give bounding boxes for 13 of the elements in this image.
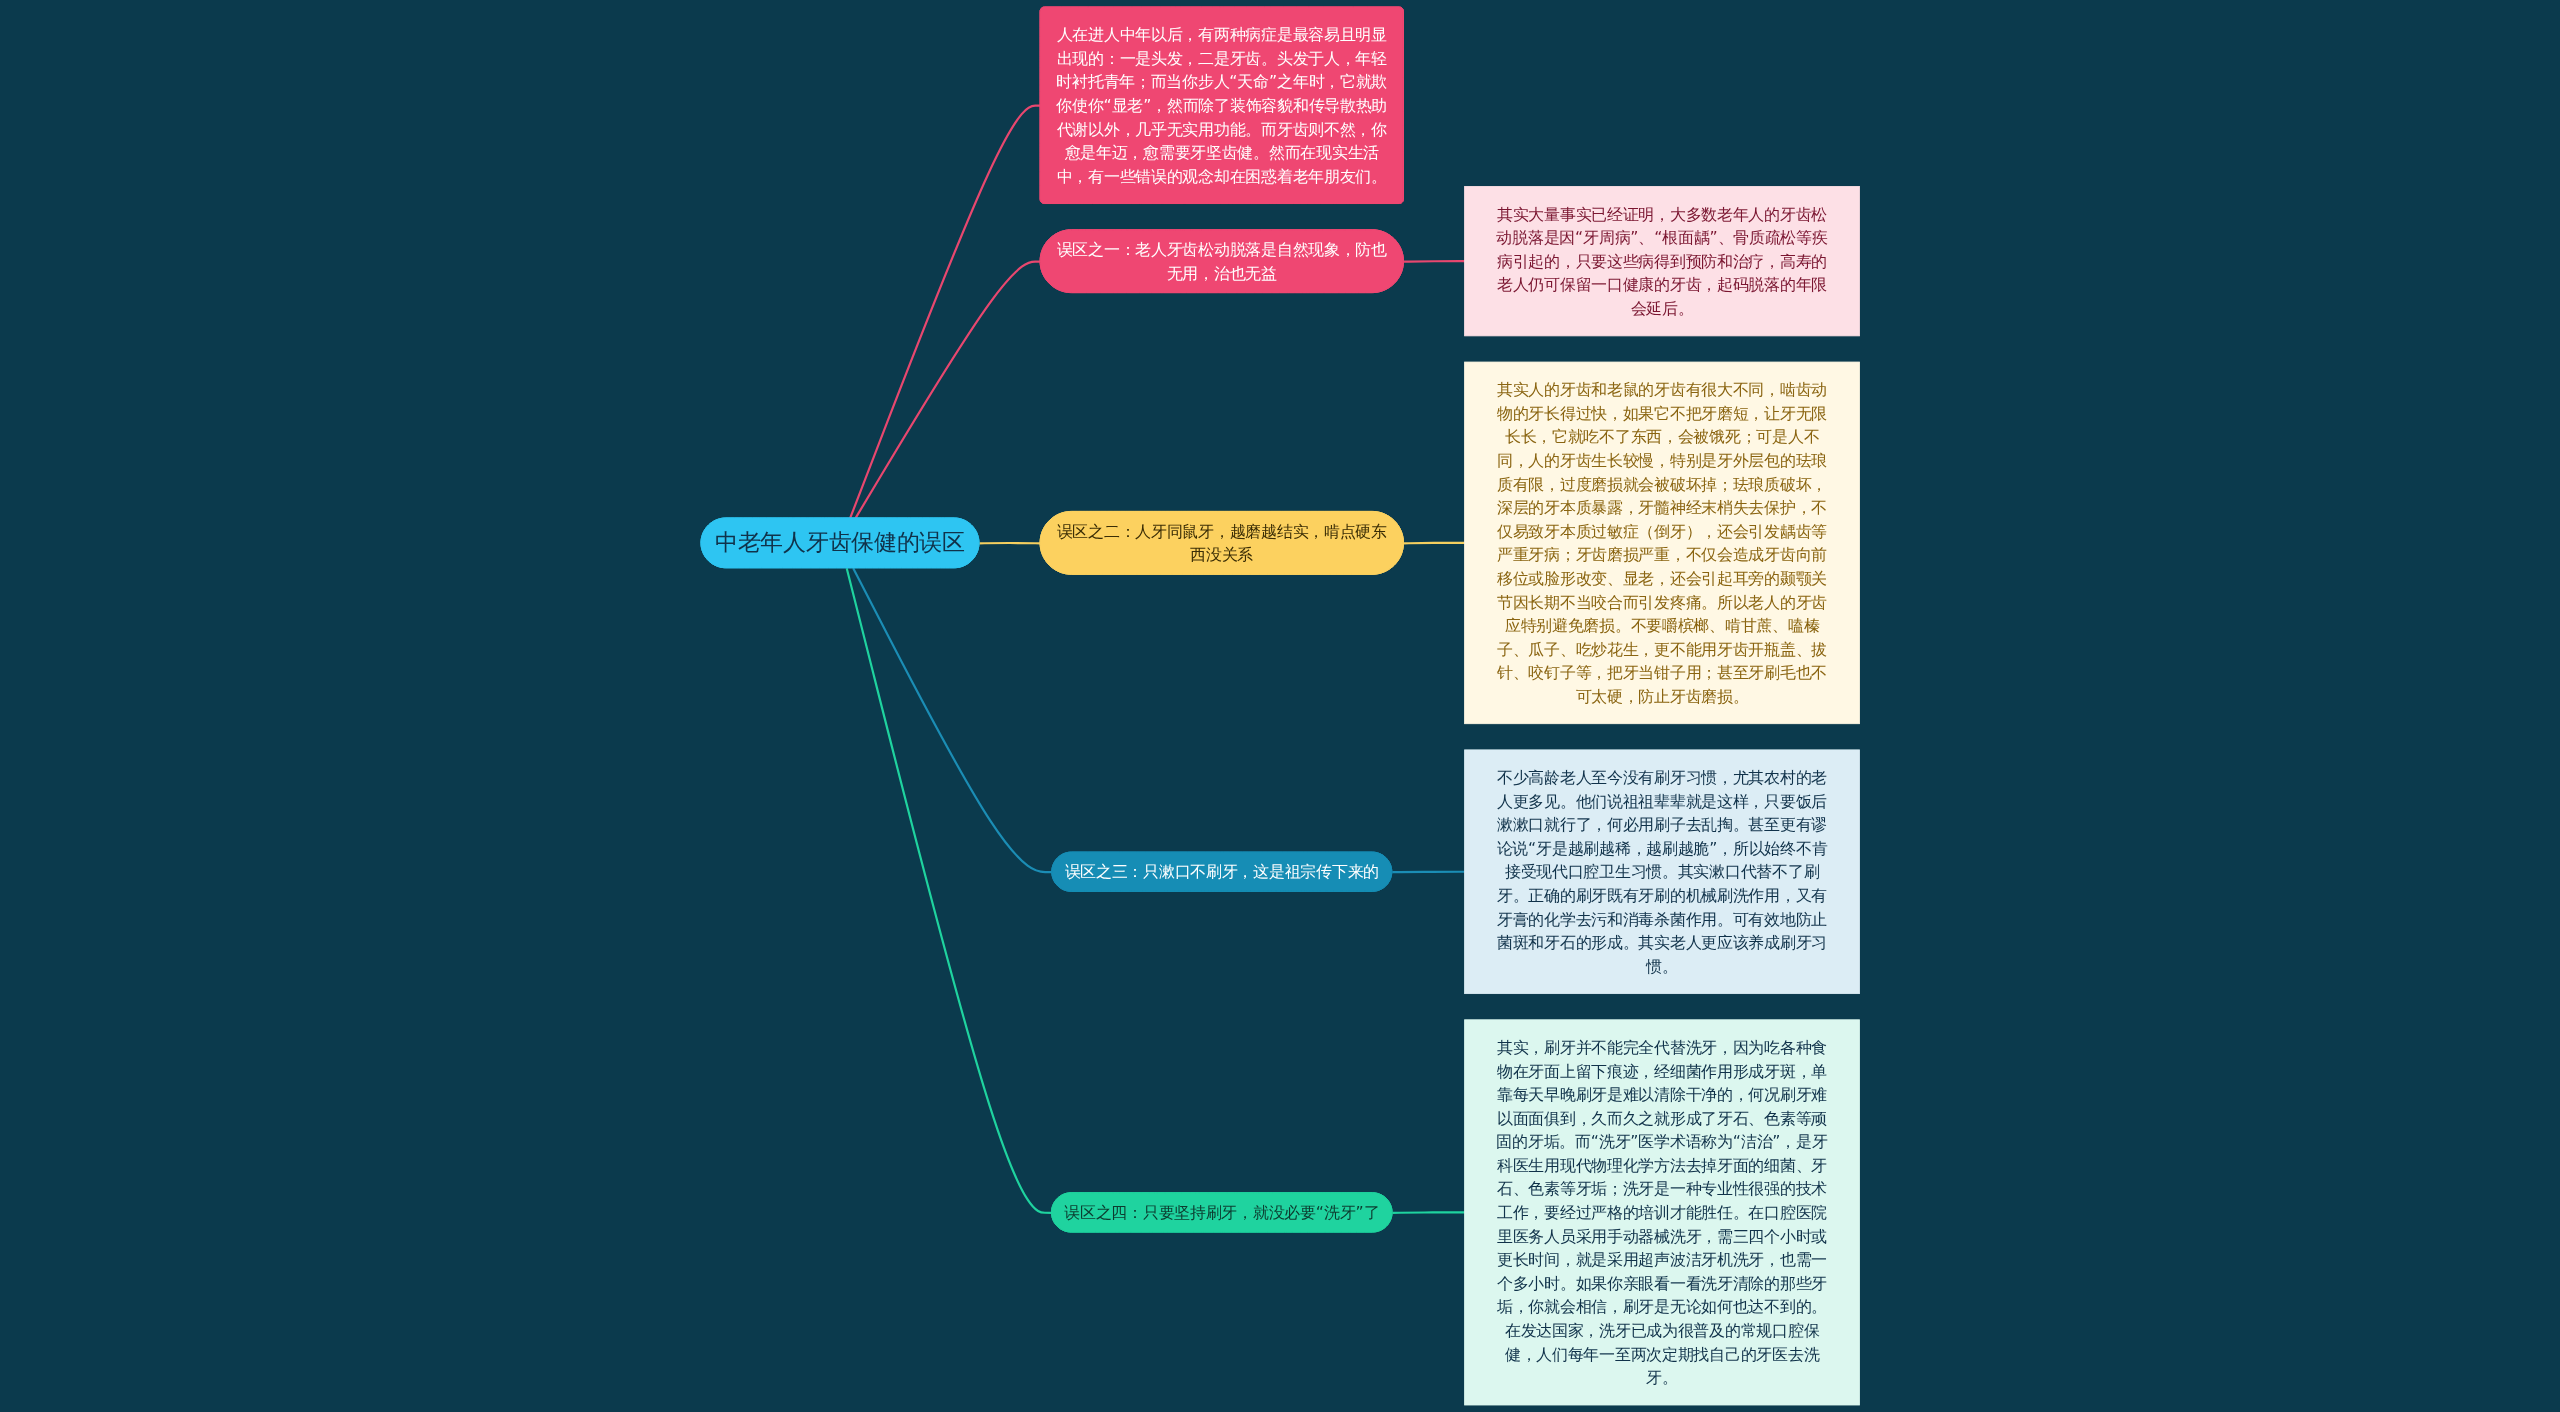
node-box: 其实人的牙齿和老鼠的牙齿有很大不同，啮齿动物的牙长得过快，如果它不把牙磨短，让牙无限长长，它就吃不了东西，会被饿死；可是人不同，人的牙齿生长较慢，特别是牙外层包的珐琅质有限，过度磨损就会被破坏掉；珐琅质破坏，深层的牙本质暴露，牙髓神经末梢失去保护，不仅易致牙本质过敏症（倒牙），还会引发龋齿等严重牙病；牙齿磨损严重，不仅会造成牙齿向前移位或脸形改变、显老，还会引起耳旁的颞颚关节因长期不当咬合而引发疼痛。所以老人的牙齿应特别避免磨损。不要嚼槟榔、啃甘蔗、嗑榛子、瓜子、吃炒花生，更不能用牙齿开瓶盖、拔针、咬钉子等，把牙当钳子用；甚至牙刷毛也不可太硬，防止牙齿磨损。 [1463,361,1860,725]
connector [979,541,1041,545]
node-box: 其实大量事实已经证明，大多数老年人的牙齿松动脱落是因“牙周病”、“根面龋”、骨质疏松等疾病引起的，只要这些病得到预防和治疗，高寿的老人仍可保留一口健康的牙齿，起码脱落的年限会延后。 [1463,186,1860,337]
connector [854,260,1041,519]
connector [1403,541,1465,545]
connector [852,567,1053,874]
connector [845,567,1052,1214]
node-box: 其实，刷牙并不能完全代替洗牙，因为吃各种食物在牙面上留下痕迹，经细菌作用形成牙斑，单靠每天早晚刷牙是难以清除干净的，何况刷牙难以面面俱到，久而久之就形成了牙石、色素等顽固的牙垢。而“洗牙”医学术语称为“洁治”，是牙科医生用现代物理化学方法去掉牙面的细菌、牙石、色素等牙垢；洗牙是一种专业性很强的技术工作，要经过严格的培训才能胜任。在口腔医院里医务人员采用手动器械洗牙，需三四个小时或更长时间，就是采用超声波洁牙机洗牙，也需一个多小时。如果你亲眼看一看洗牙清除的那些牙垢，你就会相信，刷牙是无论如何也达不到的。在发达国家，洗牙已成为很普及的常规口腔保健，人们每年一至两次定期找自己的牙医去洗牙。 [1463,1019,1860,1406]
connector [1392,1211,1465,1214]
connector [1392,870,1465,874]
connector [848,104,1041,519]
connector [1403,260,1465,263]
node-box: 不少高龄老人至今没有刷牙习惯，尤其农村的老人更多见。他们说祖祖辈辈就是这样，只要饭后漱漱口就行了，何必用刷子去乱掏。甚至更有谬论说“牙是越刷越稀，越刷越脆”，所以始终不肯接受现代口腔卫生习惯。其实漱口代替不了刷牙。正确的刷牙既有牙刷的机械刷洗作用，又有牙膏的化学去污和消毒杀菌作用。可有效地防止菌斑和牙石的形成。其实老人更应该养成刷牙习惯。 [1463,749,1860,995]
